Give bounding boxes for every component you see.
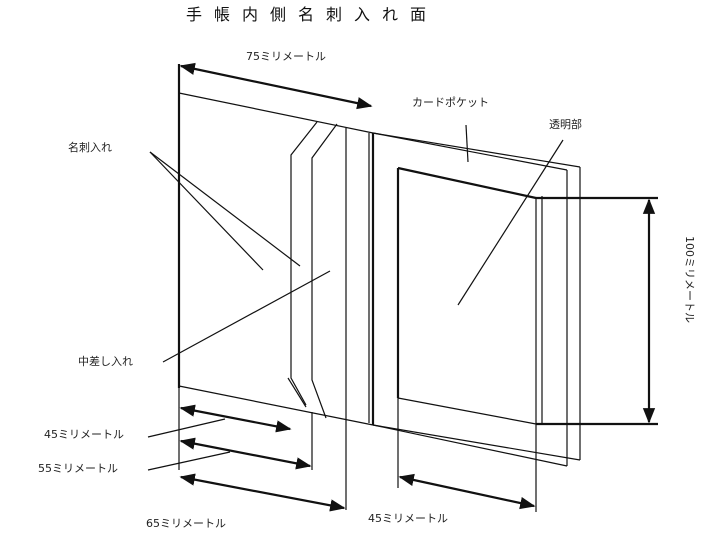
diagram-title: 手帳内側名刺入れ面 <box>186 5 438 24</box>
right-panel <box>372 132 581 467</box>
width-dimensions <box>178 62 537 512</box>
dim-55-arrow <box>179 437 312 470</box>
dim-45-right-arrow <box>398 473 536 510</box>
label-65mm: 65ミリメートル <box>146 517 226 530</box>
label-inner-holder: 中差し入れ <box>78 354 133 368</box>
label-transparent-part: 透明部 <box>549 117 582 131</box>
label-100mm: 100ミリメートル <box>683 236 696 323</box>
leader-lines <box>147 124 564 471</box>
label-card-pocket: カードポケット <box>412 96 489 109</box>
left-panel <box>177 64 375 426</box>
label-55mm: 55ミリメートル <box>38 462 118 475</box>
dim-45-left-arrow <box>179 404 292 433</box>
label-45mm-left: 45ミリメートル <box>44 428 124 441</box>
height-dimension <box>536 196 658 426</box>
label-45mm-right: 45ミリメートル <box>368 512 448 525</box>
dim-75-arrow <box>179 62 373 110</box>
label-card-holder: 名刺入れ <box>68 140 112 154</box>
label-75mm: 75ミリメートル <box>246 50 326 63</box>
dim-65-arrow <box>179 473 346 512</box>
